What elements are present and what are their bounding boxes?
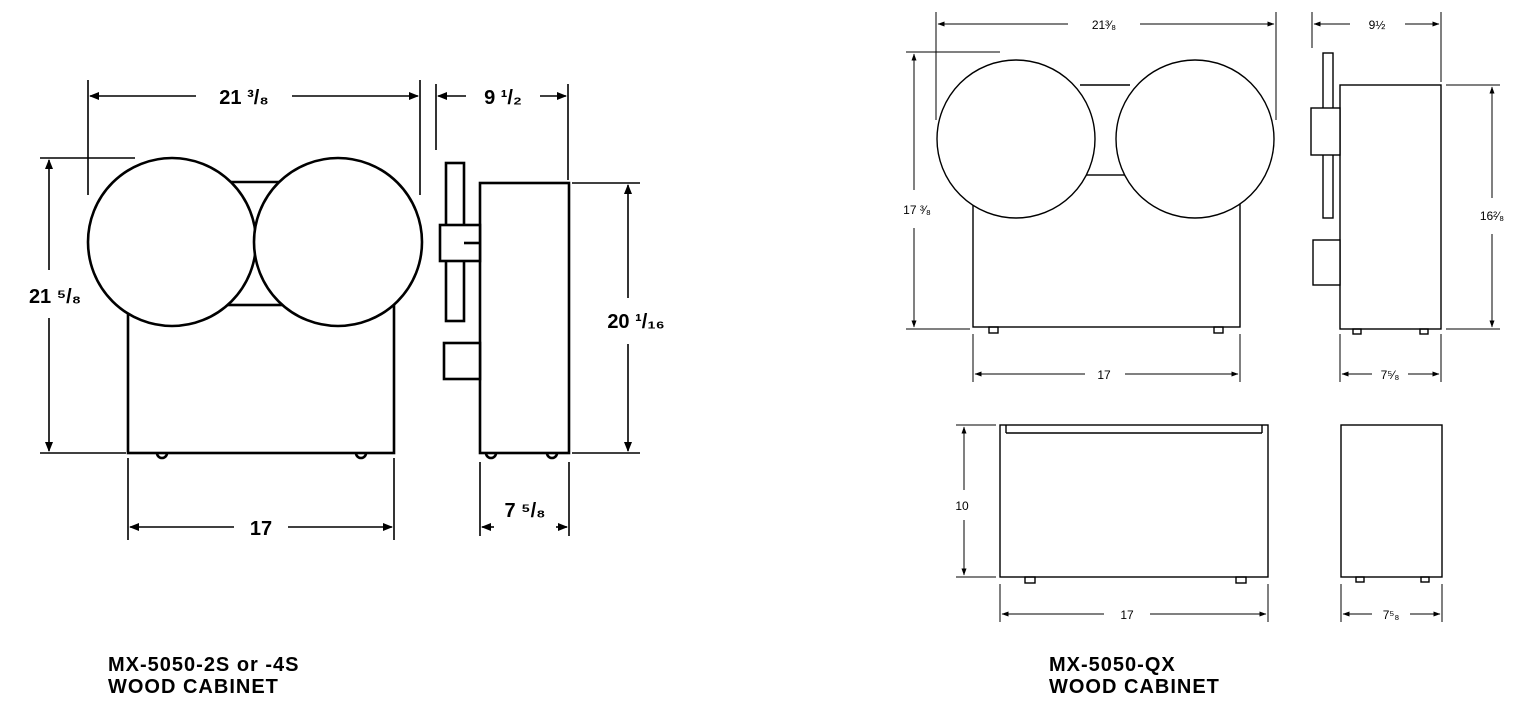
side-body	[478, 181, 571, 455]
left-side-view	[438, 161, 571, 460]
dim-width-bottom-label: 17	[250, 518, 272, 540]
dim-width-top-label: 21 ³/₈	[219, 87, 268, 109]
right-caption-cabinet: WOOD CABINET	[1049, 676, 1220, 698]
cabinet-body	[972, 174, 1241, 328]
foot	[155, 452, 169, 460]
right-lower-front-view	[999, 424, 1269, 584]
cabinet-body	[126, 303, 396, 455]
knob	[1312, 239, 1341, 286]
foot	[545, 452, 559, 460]
left-front-view	[86, 156, 424, 460]
foot	[1235, 576, 1247, 584]
foot	[1213, 326, 1224, 334]
lower-cabinet	[999, 424, 1269, 578]
foot	[1420, 576, 1430, 583]
right-reel	[1115, 59, 1275, 219]
qx-dim-depth-lower-label: 7⁵₈	[1383, 608, 1400, 622]
left-reel	[86, 156, 258, 328]
right-front-view	[936, 59, 1275, 334]
qx-dim-width-mid-label: 17	[1097, 368, 1111, 382]
qx-dim-depth-top-label: 9½	[1369, 18, 1386, 32]
right-side-view	[1310, 52, 1442, 335]
foot	[354, 452, 368, 460]
right-caption-model: MX-5050-QX	[1049, 654, 1176, 676]
left-caption-cabinet: WOOD CABINET	[108, 676, 279, 698]
qx-dim-height-left-label: 17 ³⁄₈	[903, 203, 931, 217]
qx-dim-height-right-label: 16²⁄₈	[1480, 209, 1504, 223]
right-dimensions: 21³⁄₈ 9½ 17 ³⁄₈ 16²⁄₈ 17 7⁵⁄₈ 10	[903, 12, 1504, 622]
foot	[1024, 576, 1036, 584]
right-caption: MX-5050-QX WOOD CABINET	[1049, 654, 1220, 698]
left-caption: MX-5050-2S or -4S WOOD CABINET	[108, 654, 300, 698]
lower-side-body	[1340, 424, 1443, 578]
dim-depth-top-label: 9 ¹/₂	[484, 87, 522, 109]
foot	[484, 452, 498, 460]
qx-dim-height-lower-label: 10	[955, 499, 969, 513]
foot	[1419, 328, 1429, 335]
qx-dim-width-lower-label: 17	[1120, 608, 1134, 622]
side-body	[1339, 84, 1442, 330]
qx-dim-depth-mid-label: 7⁵⁄₈	[1381, 368, 1400, 382]
dim-depth-bottom-label: 7 ⁵/₈	[505, 500, 546, 522]
foot	[1355, 576, 1365, 583]
dim-height-left-label: 21 ⁵/₈	[29, 286, 81, 308]
qx-dim-width-top-label: 21³⁄₈	[1092, 18, 1116, 32]
left-reel	[936, 59, 1096, 219]
foot	[1352, 328, 1362, 335]
right-lower-side-view	[1340, 424, 1443, 583]
foot	[988, 326, 999, 334]
left-caption-model: MX-5050-2S or -4S	[108, 654, 300, 676]
dim-height-right-label: 20 ¹/₁₆	[607, 311, 664, 333]
knob	[442, 341, 482, 381]
left-dimensions: 21 ³/₈ 9 ¹/₂ 21 ⁵/₈ 20 ¹/₁₆ 17 7 ⁵/₈	[29, 80, 665, 540]
hub	[1310, 107, 1341, 156]
right-reel	[252, 156, 424, 328]
